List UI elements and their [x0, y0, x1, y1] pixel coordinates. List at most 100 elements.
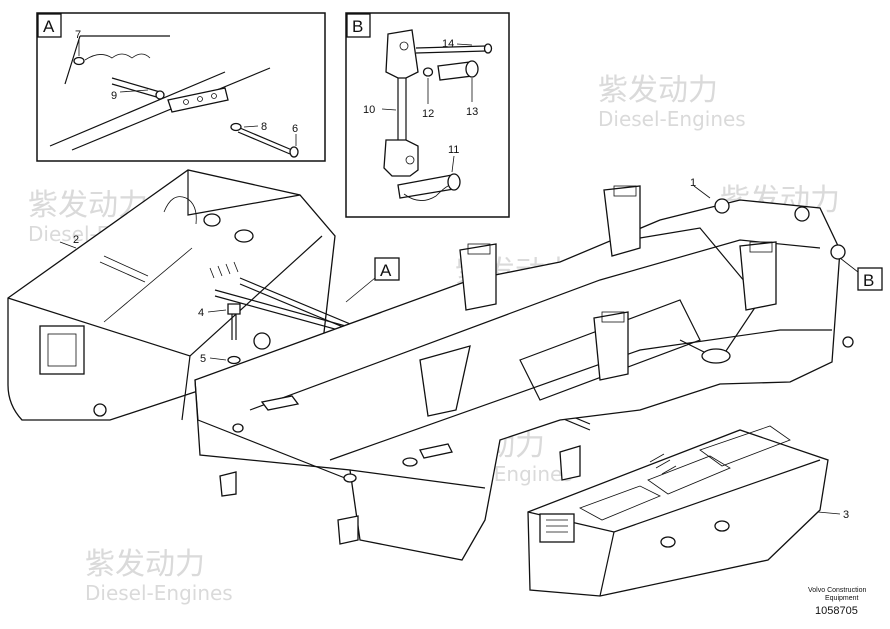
tank-hose	[163, 196, 197, 225]
frame-pad	[419, 443, 453, 459]
ref-a-letter: A	[380, 261, 392, 280]
tank-clamp-teeth	[209, 261, 239, 279]
washer-8	[230, 122, 242, 132]
clevis-hole	[399, 41, 409, 51]
tank-body	[7, 169, 336, 421]
link-top-clevis	[385, 29, 419, 79]
cover-panel	[699, 425, 791, 467]
link-bottom-clevis	[383, 139, 419, 177]
filler-cap	[234, 229, 254, 243]
callout-9: 9	[111, 90, 117, 102]
pin-13-head	[465, 60, 479, 78]
detail-b-letter-box	[346, 13, 371, 38]
leader-1	[693, 185, 711, 199]
plate-hole	[197, 96, 203, 102]
frame-boss	[714, 198, 730, 214]
callout-14: 14	[442, 38, 454, 50]
frame-boss	[842, 336, 854, 348]
frame-boss	[794, 206, 810, 222]
washer-5	[227, 355, 241, 365]
ref-a: A	[345, 257, 400, 303]
bolt-6	[237, 127, 293, 155]
frame-upright	[739, 241, 777, 311]
frame-hole	[232, 423, 244, 433]
callout-10: 10	[363, 104, 375, 116]
ref-a-box	[374, 257, 400, 281]
tank-strap	[103, 247, 193, 323]
bolt-4-shank	[231, 314, 237, 340]
cover-3	[527, 425, 841, 597]
tank-corner-edge	[181, 355, 191, 421]
tank-port	[253, 332, 271, 350]
frame-socket	[701, 348, 731, 364]
fuel-tank-2	[7, 169, 336, 421]
detail-b-letter: B	[352, 17, 363, 36]
plate-hole	[183, 99, 189, 105]
leader-lines	[381, 43, 473, 173]
frame-lug	[559, 445, 581, 481]
frame-boss	[830, 244, 846, 260]
cover-clamp-teeth	[649, 453, 677, 475]
cover-corner-edge	[599, 531, 615, 597]
upright-top	[467, 243, 491, 255]
watermark-sub: Diesel-Engines	[598, 107, 746, 131]
callout-11: 11	[448, 144, 459, 156]
pin-9-head	[155, 90, 165, 100]
frame-top-rail	[249, 239, 821, 411]
tank-handle	[99, 255, 149, 283]
hose-clamp	[84, 53, 151, 61]
cover-panel	[579, 485, 661, 521]
detail-a-box: A 7 9 8 6	[36, 12, 326, 162]
vent-slats	[546, 519, 568, 533]
upright-top	[749, 241, 773, 253]
cover-body	[527, 429, 829, 597]
frame-upright	[593, 311, 629, 381]
washer-7	[73, 56, 85, 66]
ref-b-box	[857, 267, 883, 291]
callout-3: 3	[843, 509, 849, 521]
frame-lug	[337, 515, 359, 545]
frame-front-rail	[194, 379, 486, 489]
leader-3	[817, 511, 841, 515]
callout-6: 6	[292, 123, 298, 135]
bolt-4-head	[227, 303, 241, 315]
detail-b-box: B 14 10 12 13 11	[345, 12, 510, 218]
cover-handle	[660, 536, 676, 548]
cover-handle	[714, 520, 730, 532]
leader-lines	[78, 40, 297, 146]
tank-edge-lines	[49, 35, 271, 151]
ref-b-letter: B	[863, 271, 874, 290]
frame-bracket	[419, 345, 471, 417]
frame-inner-rail	[329, 329, 832, 461]
nut-12	[422, 67, 434, 77]
retaining-chain	[403, 185, 449, 201]
main-frame-1	[194, 185, 854, 561]
ref-a-leader	[345, 277, 376, 303]
upright-top	[613, 185, 637, 197]
callout-4: 4	[198, 307, 204, 319]
tank-drain-plug	[93, 403, 107, 417]
watermark-sub: Diesel-Engines	[85, 581, 233, 605]
tank-sight-inner	[47, 333, 77, 367]
callout-5: 5	[200, 353, 206, 365]
bolt-14-head	[483, 43, 493, 54]
callout-1: 1	[690, 177, 696, 189]
frame-hole	[343, 473, 357, 483]
callout-2: 2	[73, 234, 79, 246]
cover-panel	[647, 455, 731, 495]
pin-11-head	[447, 173, 461, 191]
callout-8: 8	[261, 121, 267, 133]
link-rod-10	[397, 78, 407, 140]
frame-lug	[219, 471, 237, 497]
bolt-4-washer-5	[207, 303, 241, 365]
frame-upright	[459, 243, 497, 311]
tank-sender	[203, 213, 221, 227]
callout-12: 12	[422, 108, 434, 120]
frame-outline	[194, 199, 841, 561]
watermark-brand: 紫发动力	[85, 547, 205, 582]
frame-pad	[260, 395, 300, 411]
clevis-hole	[405, 155, 415, 165]
detail-a-letter: A	[43, 17, 55, 36]
detail-a-frame	[36, 12, 326, 162]
